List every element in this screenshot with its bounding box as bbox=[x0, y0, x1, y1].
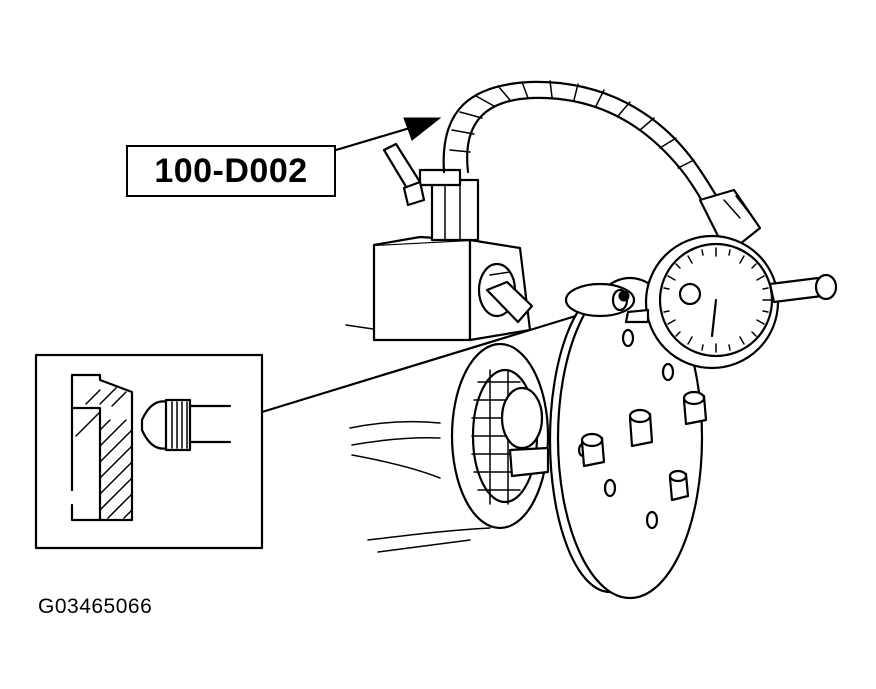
detail-inset bbox=[34, 353, 264, 550]
hub-pulley bbox=[450, 342, 550, 530]
dial-indicator bbox=[618, 234, 838, 370]
base-column bbox=[382, 142, 480, 242]
tool-number-label: 100-D002 bbox=[126, 145, 336, 197]
surface-lines bbox=[345, 324, 491, 553]
figure-id-text: G03465066 bbox=[38, 595, 153, 618]
tool-pointer-arrow bbox=[334, 117, 442, 152]
flywheel-disc bbox=[548, 276, 708, 600]
magnetic-base bbox=[372, 235, 534, 342]
flexible-arm bbox=[442, 80, 762, 246]
detail-leader-line bbox=[260, 298, 630, 414]
